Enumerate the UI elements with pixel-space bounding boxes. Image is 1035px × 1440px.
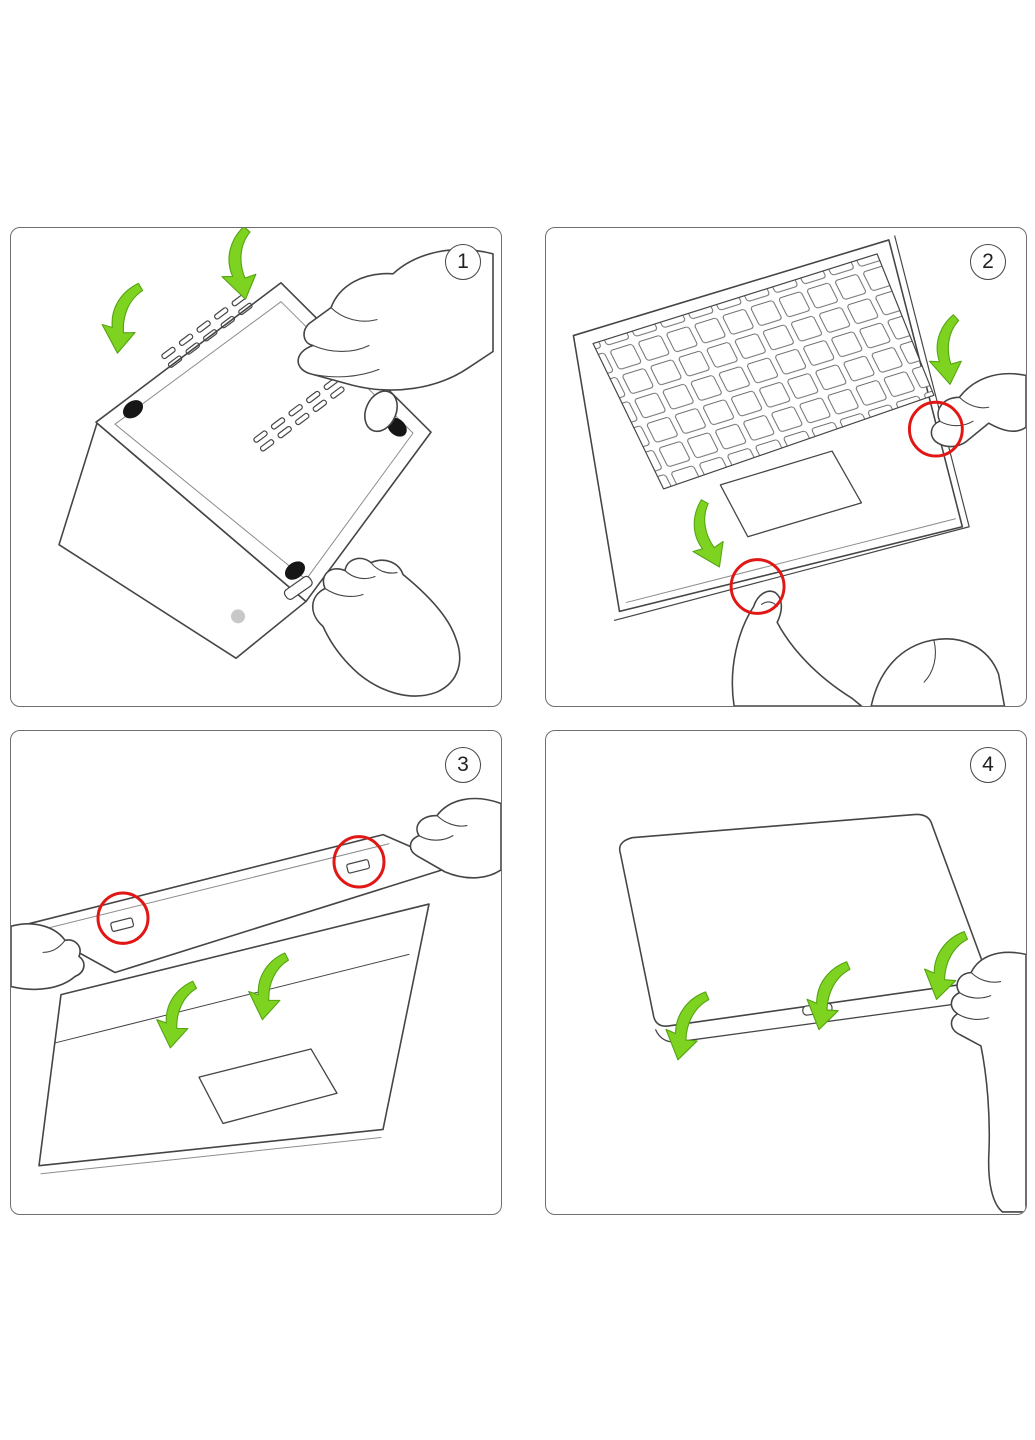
step-number: 1 bbox=[457, 250, 469, 273]
step-number: 3 bbox=[457, 753, 469, 776]
red-circle-marker bbox=[332, 835, 386, 889]
trackpad bbox=[198, 1048, 338, 1125]
hand-gripping-icon bbox=[950, 951, 1026, 1213]
laptop-screen-cover-view bbox=[11, 797, 501, 1175]
laptop-keyboard-view bbox=[572, 235, 1026, 706]
hand-pinching-icon bbox=[409, 797, 501, 879]
green-arrow-icon bbox=[210, 228, 267, 305]
clip bbox=[110, 917, 135, 932]
laptop-open-flat bbox=[38, 903, 430, 1167]
step-panel-2: 2 bbox=[545, 227, 1027, 707]
clip bbox=[346, 859, 371, 874]
step-number-badge: 2 bbox=[970, 244, 1006, 280]
step-3-illustration bbox=[11, 797, 501, 1175]
step-panel-4: 4 bbox=[545, 730, 1027, 1215]
case-rim bbox=[613, 235, 970, 621]
step-number-badge: 1 bbox=[445, 244, 481, 280]
rubber-feet bbox=[122, 400, 407, 580]
step-number: 2 bbox=[982, 250, 994, 273]
trackpad bbox=[719, 450, 863, 538]
step-panel-1: 1 bbox=[10, 227, 502, 707]
step-panel-3: 3 bbox=[10, 730, 502, 1215]
closed-laptop-view bbox=[618, 813, 1026, 1213]
hand-pressing-icon bbox=[297, 248, 494, 433]
hinge-line bbox=[54, 953, 410, 1044]
keyboard bbox=[592, 253, 935, 490]
deck-front-seam bbox=[625, 518, 956, 603]
hand-thumb-icon bbox=[731, 590, 863, 706]
step-number-badge: 3 bbox=[445, 747, 481, 783]
red-circle-marker bbox=[907, 400, 964, 458]
step-number-badge: 4 bbox=[970, 747, 1006, 783]
hinge-clip bbox=[283, 575, 313, 600]
front-seam bbox=[40, 1137, 382, 1175]
step-number: 4 bbox=[982, 753, 994, 776]
step-1-illustration bbox=[58, 228, 494, 697]
laptop-bottom-view bbox=[58, 228, 494, 697]
hand-holding-icon bbox=[311, 557, 461, 697]
green-arrow-icon bbox=[921, 313, 970, 388]
green-arrow-icon bbox=[99, 280, 144, 356]
red-circle-marker bbox=[729, 558, 786, 615]
hand-pinching-icon bbox=[930, 372, 1026, 448]
closed-laptop-lid bbox=[618, 813, 987, 1027]
step-4-illustration bbox=[618, 813, 1026, 1213]
hand-left-icon bbox=[11, 923, 85, 991]
step-2-illustration bbox=[572, 235, 1026, 706]
lid-logo-dot bbox=[231, 609, 245, 624]
hand-arm-icon bbox=[870, 638, 1006, 706]
red-circle-marker bbox=[96, 891, 150, 945]
